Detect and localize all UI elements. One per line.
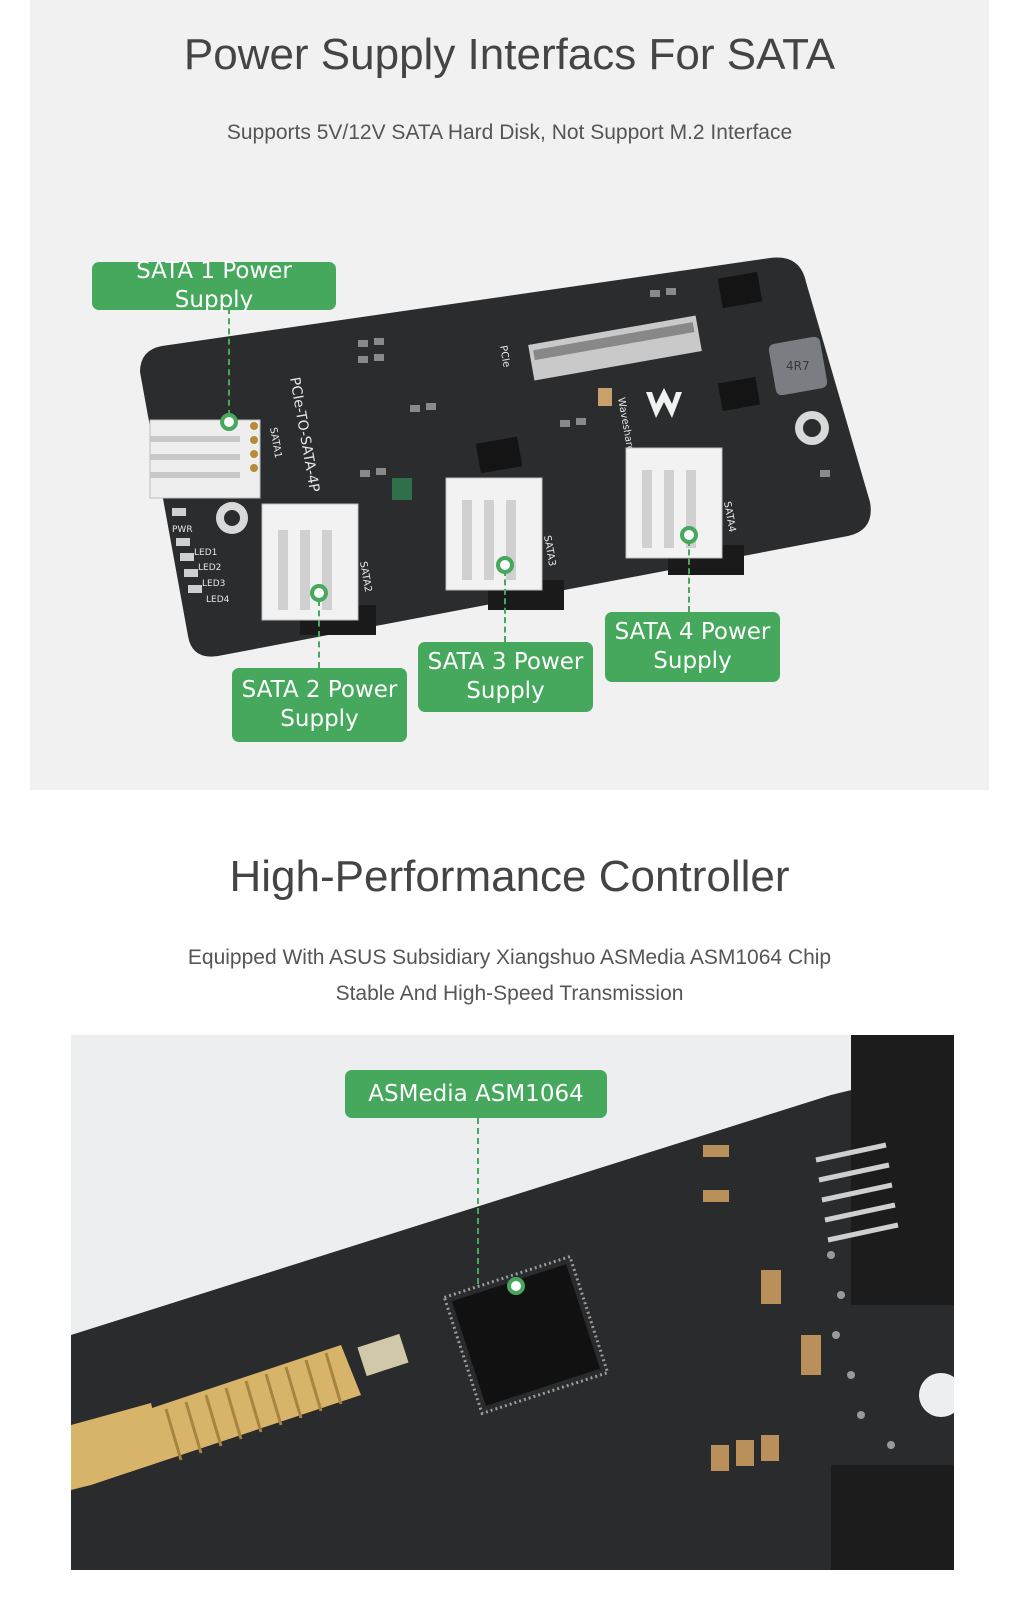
sata1-power-label: SATA 1 Power Supply: [92, 258, 336, 313]
chip-marker: [507, 1277, 525, 1295]
crystal-oscillator: [357, 1333, 409, 1377]
sata1-silk: SATA1: [267, 427, 283, 460]
sata3-marker: [496, 556, 514, 574]
pcie-text: PCIe: [497, 345, 512, 369]
section-title-power: Power Supply Interfacs For SATA: [183, 30, 836, 79]
inductor: [768, 336, 828, 396]
chip-leader-line: [477, 1118, 479, 1284]
sata4-marker: [680, 526, 698, 544]
chip-label: ASMedia ASM1064: [345, 1070, 607, 1118]
sata4-leader-line: [688, 540, 690, 612]
sata4-power-label: SATA 4 Power Supply: [605, 612, 780, 682]
led-label: PWR: [172, 525, 193, 535]
feature-panel-controller: [71, 1035, 954, 1570]
controller-illustration: [71, 1035, 954, 1570]
sata2-silk: SATA2: [357, 561, 373, 594]
sata2-leader-line: [318, 600, 320, 668]
sata3-leader-line: [504, 570, 506, 642]
sata-data-connector: [831, 1465, 954, 1570]
chip: [717, 376, 761, 412]
sata3-silk: SATA3: [541, 535, 557, 568]
subtitle-line: Equipped With ASUS Subsidiary Xiangshuo …: [187, 946, 832, 969]
sata1-leader-line: [228, 308, 230, 416]
chip: [717, 271, 763, 309]
sata1-marker: [220, 413, 238, 431]
sata2-marker: [310, 584, 328, 602]
section-subtitle-power: Supports 5V/12V SATA Hard Disk, Not Supp…: [226, 121, 793, 144]
subtitle-line: Stable And High-Speed Transmission: [335, 982, 684, 1005]
chip: [475, 436, 523, 474]
sata4-silk: SATA4: [721, 501, 737, 534]
section-title-controller: High-Performance Controller: [229, 852, 790, 901]
inductor-text: 4R7: [786, 359, 810, 373]
sata2-power-label: SATA 2 Power Supply: [232, 668, 407, 742]
mounting-hole: [919, 1373, 954, 1417]
led-label: LED1: [194, 548, 217, 558]
waveshare-logo: [646, 388, 682, 418]
led-label: LED4: [206, 595, 230, 605]
sata3-power-label: SATA 3 Power Supply: [418, 642, 593, 712]
led-label: LED3: [202, 579, 225, 589]
asm1064-chip: [451, 1264, 601, 1406]
section-subtitle-controller: Equipped With ASUS Subsidiary Xiangshuo …: [0, 940, 1019, 1012]
led-label: LED2: [198, 563, 221, 573]
